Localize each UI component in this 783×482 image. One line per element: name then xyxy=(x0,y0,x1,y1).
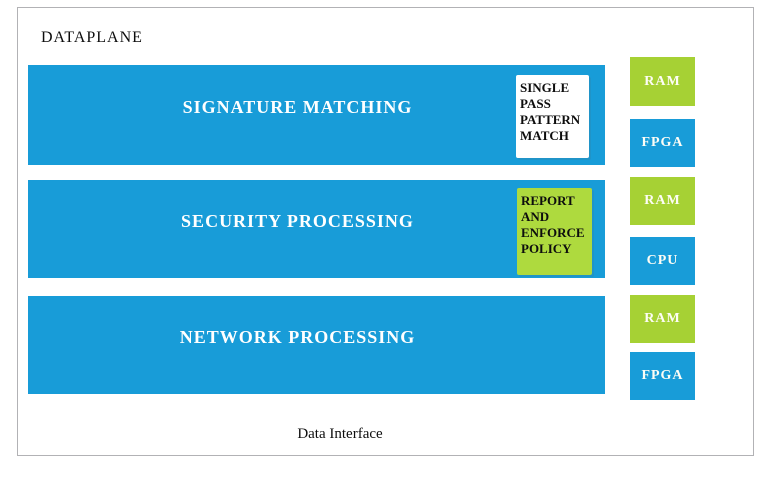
dataplane-title: DATAPLANE xyxy=(41,29,143,46)
callout-report-and-enforce-policy: REPORT AND ENFORCE POLICY xyxy=(517,188,592,275)
block-network-processing: NETWORK PROCESSING xyxy=(28,296,605,394)
data-interface-label: Data Interface xyxy=(297,426,383,442)
callout-single-pass-pattern-match: SINGLE PASS PATTERN MATCH xyxy=(516,75,589,158)
block-signature-matching: SIGNATURE MATCHING SINGLE PASS PATTERN M… xyxy=(28,65,605,165)
module-cpu: CPU xyxy=(630,237,695,285)
block-security-processing-label: SECURITY PROCESSING xyxy=(181,210,414,231)
module-ram-3: RAM xyxy=(630,295,695,343)
block-network-processing-label: NETWORK PROCESSING xyxy=(179,326,416,347)
block-security-processing: SECURITY PROCESSING REPORT AND ENFORCE P… xyxy=(28,180,605,278)
module-fpga-1: FPGA xyxy=(630,119,695,167)
block-signature-matching-label: SIGNATURE MATCHING xyxy=(182,96,413,117)
module-fpga-2: FPGA xyxy=(630,352,695,400)
module-ram-2: RAM xyxy=(630,177,695,225)
module-ram-1: RAM xyxy=(630,57,695,106)
